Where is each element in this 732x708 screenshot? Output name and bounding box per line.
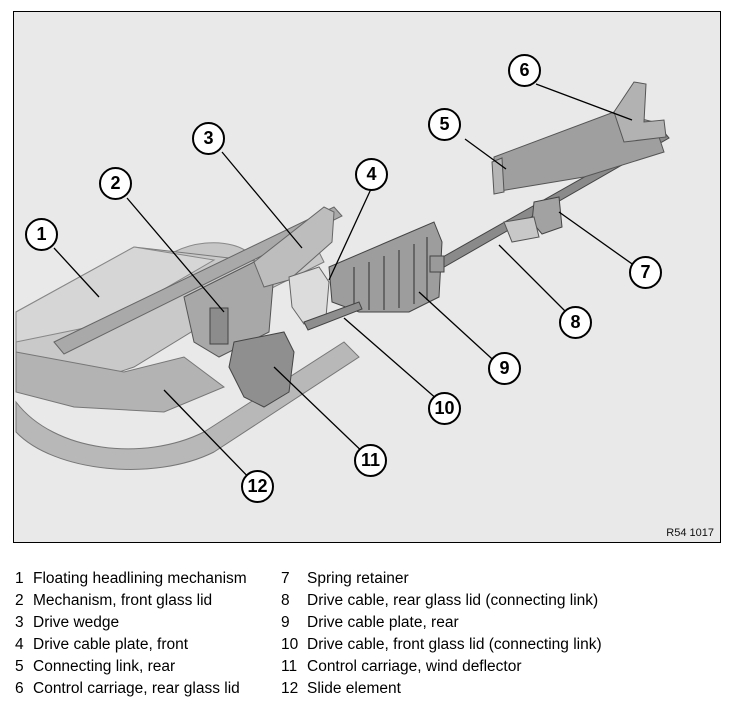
callout-10: 10 bbox=[428, 392, 461, 425]
leader-lines bbox=[53, 83, 643, 487]
callout-2: 2 bbox=[99, 167, 132, 200]
drive-cable-plate-rear bbox=[328, 221, 443, 313]
rear-lid-control-carriage bbox=[613, 81, 667, 143]
callout-6: 6 bbox=[508, 54, 541, 87]
callout-7: 7 bbox=[629, 256, 662, 289]
callout-8: 8 bbox=[559, 306, 592, 339]
drive-wedge bbox=[253, 206, 335, 288]
figure-id-label: R54 1017 bbox=[666, 527, 714, 539]
callout-11: 11 bbox=[354, 444, 387, 477]
callout-1: 1 bbox=[25, 218, 58, 251]
callout-9: 9 bbox=[488, 352, 521, 385]
diagram-figure: 1 2 3 4 5 6 7 8 9 10 11 12 R54 1017 bbox=[13, 11, 721, 543]
callout-4: 4 bbox=[355, 158, 388, 191]
slide-rail-frame bbox=[15, 341, 360, 470]
headlining-base bbox=[15, 351, 225, 413]
wind-deflector-carriage bbox=[228, 331, 295, 408]
mechanism-illustration bbox=[15, 81, 670, 487]
callout-12: 12 bbox=[241, 470, 274, 503]
callout-3: 3 bbox=[192, 122, 225, 155]
drive-cable-front-lid bbox=[303, 301, 363, 331]
callout-5: 5 bbox=[428, 108, 461, 141]
